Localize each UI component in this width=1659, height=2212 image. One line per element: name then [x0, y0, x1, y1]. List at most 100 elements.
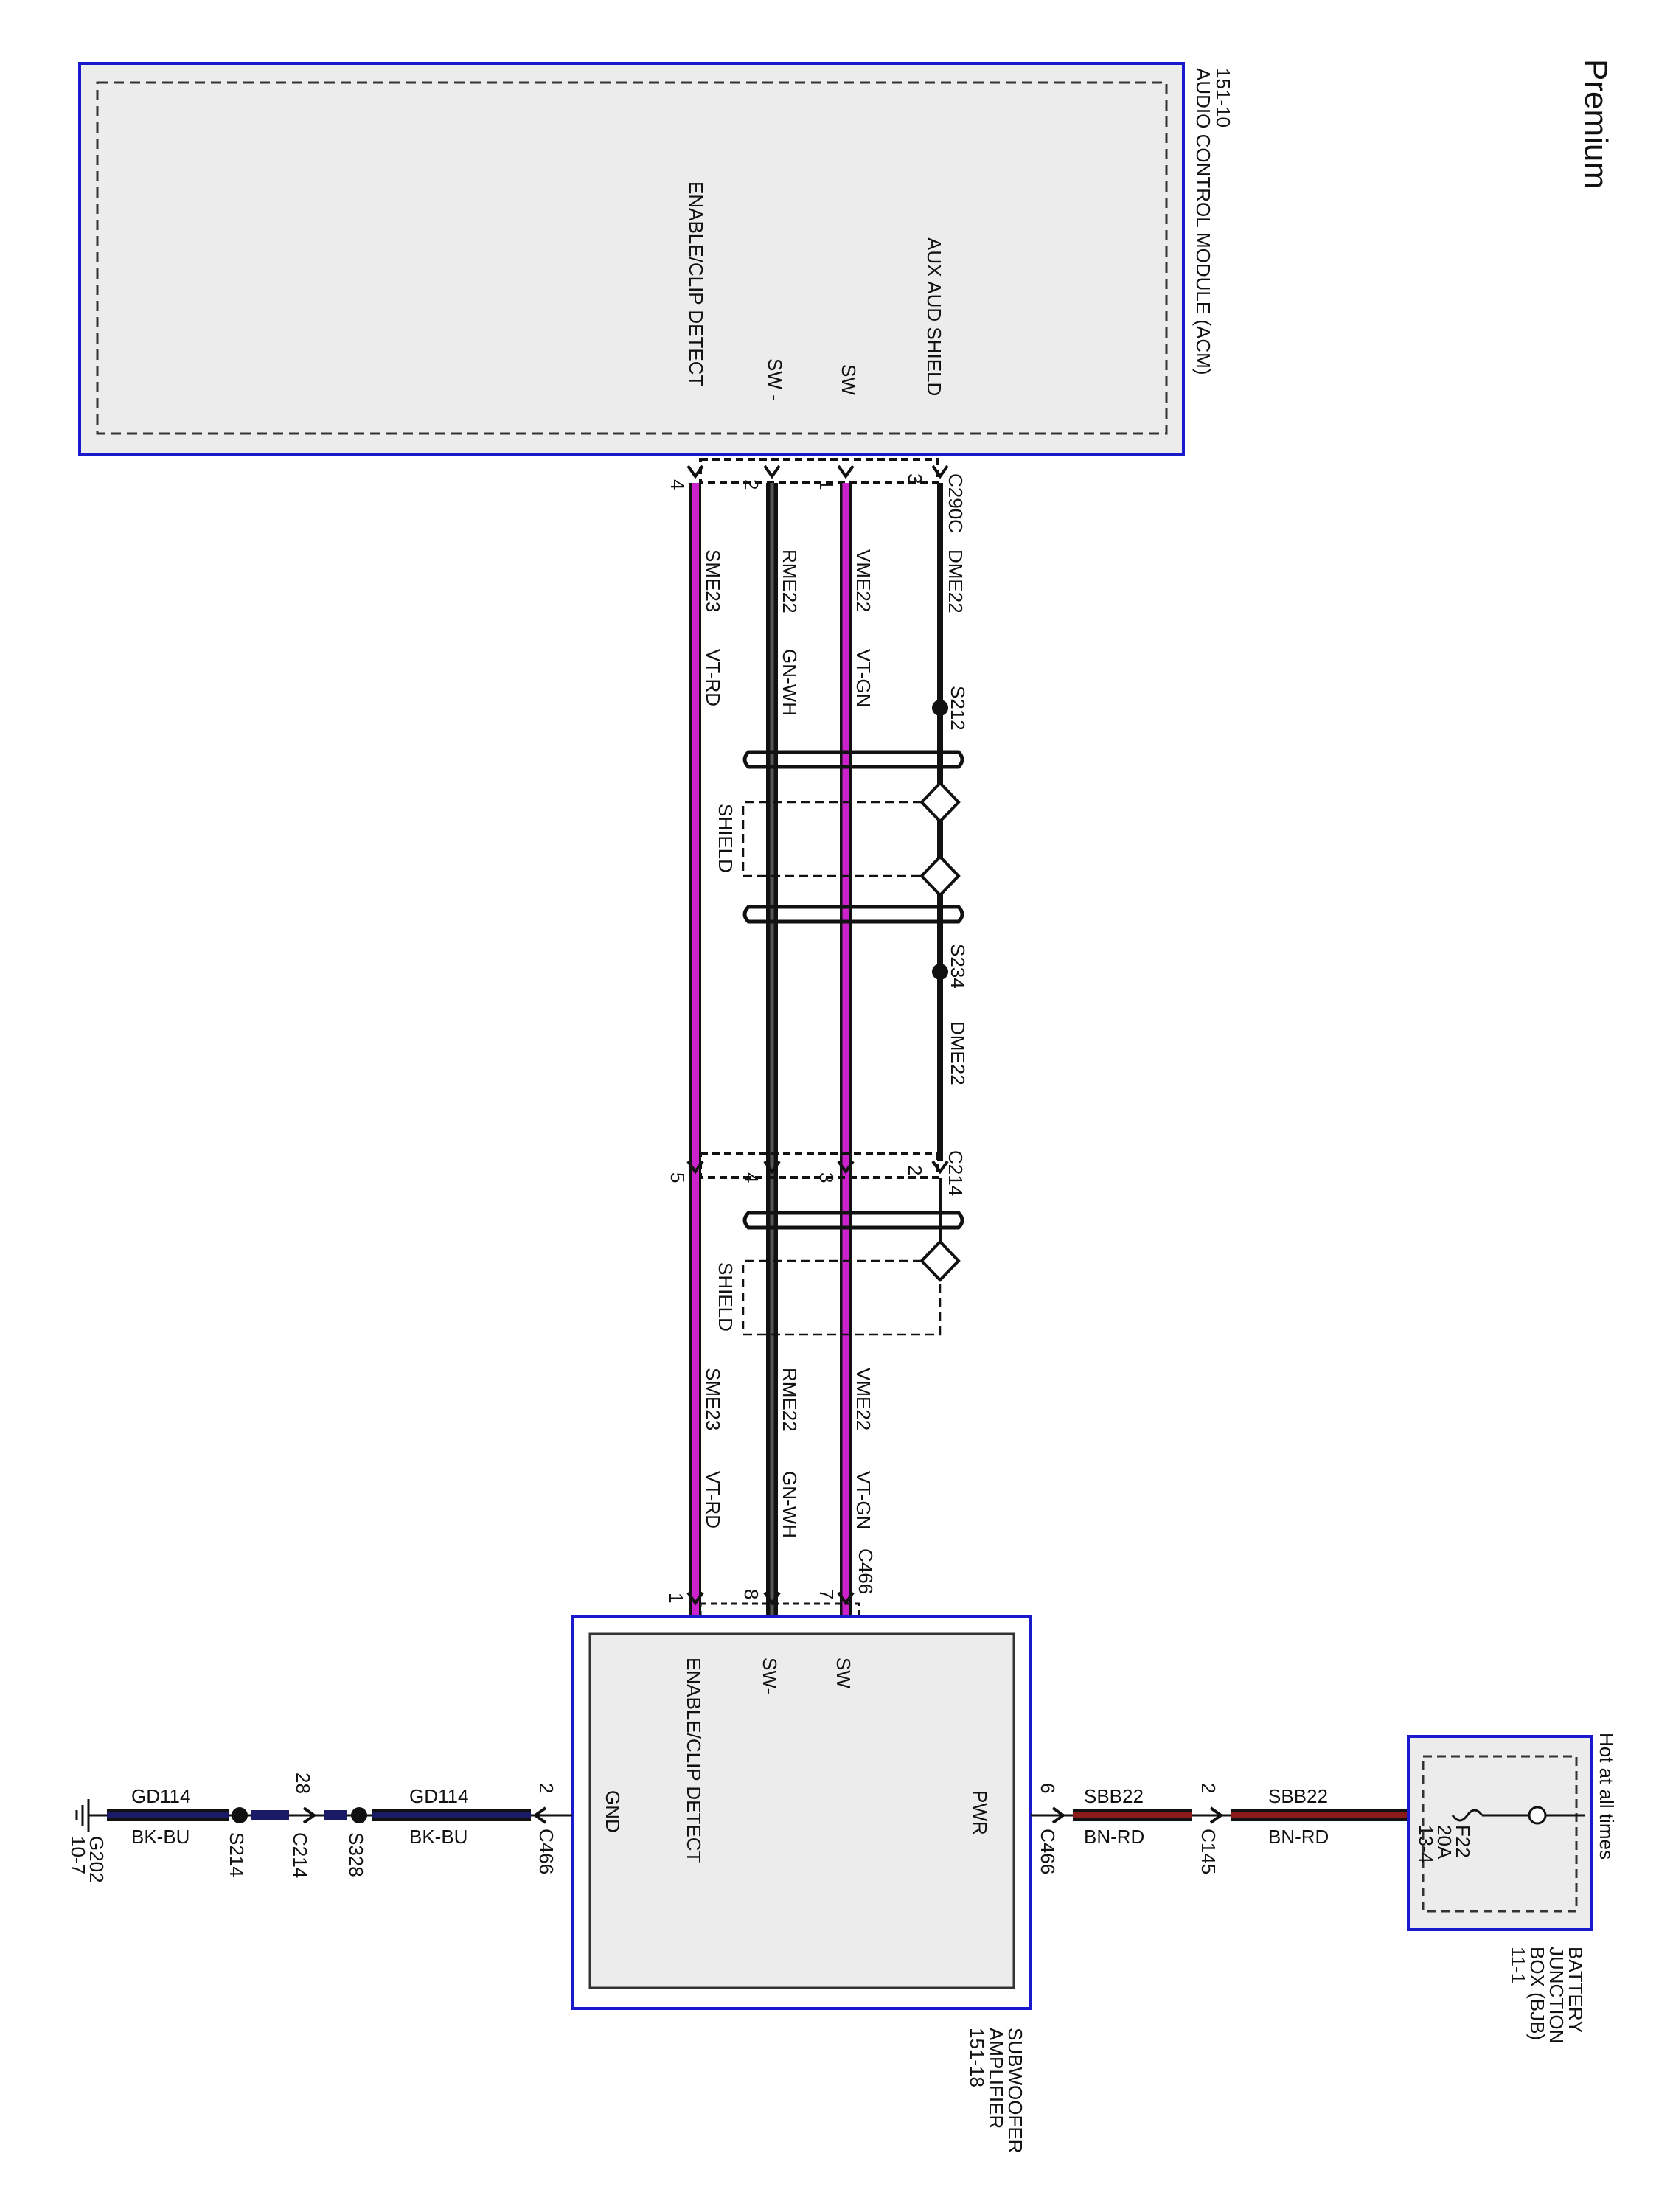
bjb-name-2: JUNCTION: [1545, 1947, 1568, 2043]
sme23-upper-label: SME23: [702, 549, 724, 612]
audio-control-module: AUDIO CONTROL MODULE (ACM) 151-10 AUX AU…: [78, 62, 1234, 456]
bjb-hot-label: Hot at all times: [1596, 1733, 1618, 1860]
rme22-lower-color: GN-WH: [779, 1471, 801, 1538]
sbb22-right-circuit: SBB22: [1268, 1785, 1328, 1807]
shield-upper-label: SHIELD: [714, 804, 737, 873]
s212-label: S212: [947, 686, 969, 731]
sub-amp-name-2: AMPLIFIER: [985, 2028, 1007, 2129]
c466-pwr-pin-symbol: [1051, 1806, 1066, 1824]
bjb-box: [1407, 1735, 1593, 1931]
shield-band-1: [742, 750, 964, 769]
sme23-lower-color: VT-RD: [702, 1471, 724, 1528]
shield-diamond-3: [919, 1239, 961, 1282]
acm-pin-sw: SW: [838, 364, 860, 395]
c214-pin-4: 4: [740, 1172, 762, 1183]
c214-upper-label: C214: [945, 1150, 967, 1196]
bjb-name-4: 11-1: [1507, 1947, 1529, 1983]
vme22-lower-label: VME22: [852, 1368, 874, 1430]
shield-dashed-upper: [742, 801, 922, 877]
s328-label: S328: [345, 1832, 367, 1877]
gd114-right-circuit: GD114: [409, 1785, 468, 1807]
splice-s212: [932, 700, 948, 716]
c214-gnd-connector: C214: [289, 1832, 311, 1878]
shield-band-2: [742, 905, 964, 924]
acm-name: AUDIO CONTROL MODULE (ACM): [1192, 68, 1214, 375]
sbb22-left-circuit: SBB22: [1084, 1785, 1144, 1807]
rme22-upper-color: GN-WH: [779, 649, 801, 716]
bjb-terminal: [1528, 1806, 1547, 1825]
sub-amp-pin-pwr: PWR: [969, 1790, 991, 1835]
subwoofer-amplifier: SW SW- ENABLE/CLIP DETECT PWR GND SUBWOO…: [571, 1615, 1032, 2153]
rme22-lower-label: RME22: [779, 1368, 801, 1432]
c466-pin-1: 1: [665, 1593, 687, 1603]
sub-amp-pin-sw-neg: SW-: [759, 1658, 781, 1694]
acm-pin-aux-aud-shield: AUX AUD SHIELD: [923, 237, 945, 396]
c214-pin-3: 3: [815, 1172, 838, 1183]
page-title: Premium: [1578, 59, 1614, 189]
sub-amp-pin-enable: ENABLE/CLIP DETECT: [683, 1658, 705, 1863]
c466-gnd-pin-symbol: [532, 1806, 547, 1824]
vme22-upper-color: VT-GN: [852, 649, 874, 707]
sbb22-left-color: BN-RD: [1084, 1826, 1144, 1848]
sub-amp-pin-sw: SW: [832, 1658, 855, 1688]
shield-diamond-1: [919, 781, 961, 824]
acm-inner-dashed: [96, 81, 1168, 435]
shield-lower-label: SHIELD: [714, 1262, 737, 1332]
rme22-upper-label: RME22: [779, 549, 801, 613]
c145-pin: 2: [1197, 1783, 1220, 1793]
sbb22-right-color: BN-RD: [1268, 1826, 1329, 1848]
c466-pin-8: 8: [740, 1589, 762, 1599]
c290c-pin-3: 3: [904, 473, 926, 484]
fuse-rating: 20A: [1433, 1825, 1455, 1860]
s234-label: S234: [947, 944, 969, 989]
c290c-label: C290C: [945, 473, 967, 533]
fuse-icon: [1451, 1809, 1484, 1822]
s214-label: S214: [226, 1832, 248, 1877]
dme22-lower-label: DME22: [947, 1021, 969, 1085]
c214-gnd-pin: 28: [292, 1773, 314, 1794]
sub-amp-pin-gnd: GND: [602, 1790, 624, 1833]
sme23-lower-label: SME23: [702, 1368, 724, 1430]
acm-pin-sw-neg: SW -: [764, 358, 786, 401]
fuse-ref: 13-4: [1415, 1825, 1437, 1863]
bjb-inner-dashed: [1422, 1755, 1578, 1913]
c145-connector: C145: [1197, 1829, 1220, 1874]
bjb-name-3: BOX (BJB): [1526, 1947, 1548, 2040]
shield-diamond-2: [919, 855, 961, 897]
ground-ref: 10-7: [67, 1836, 89, 1874]
c466-pwr-pin: 6: [1037, 1783, 1059, 1793]
gd114-left-circuit: GD114: [131, 1785, 190, 1807]
sub-amp-name-1: SUBWOOFER: [1004, 2028, 1026, 2153]
c290c-pin-2: 2: [740, 479, 762, 490]
shield-band-3: [742, 1211, 964, 1230]
acm-pin-enable-clip-detect: ENABLE/CLIP DETECT: [685, 181, 707, 387]
gd114-left-color: BK-BU: [131, 1826, 189, 1848]
fuse-name: F22: [1452, 1825, 1474, 1858]
bjb-name-1: BATTERY: [1565, 1947, 1587, 2034]
c466-top-label: C466: [855, 1548, 877, 1594]
ground-g202: G202: [86, 1836, 108, 1883]
battery-junction-box: Hot at all times F22 20A 13-4 BATTERY JU…: [1407, 1733, 1618, 2043]
c214-pin-5: 5: [667, 1172, 689, 1183]
c214-pin-2: 2: [904, 1165, 926, 1175]
c214-gnd-pin-symbol: [302, 1806, 317, 1824]
sub-amp-name-3: 151-18: [966, 2028, 988, 2087]
c466-gnd-pin: 2: [535, 1783, 557, 1793]
acm-ref: 151-10: [1212, 68, 1234, 128]
c290c-pin-1: 1: [815, 479, 838, 490]
splice-s328: [351, 1807, 367, 1823]
sub-amp-inner: [588, 1632, 1015, 1989]
c466-gnd-connector: C466: [535, 1829, 557, 1874]
dme22-upper-label: DME22: [945, 549, 967, 613]
acm-box: [78, 62, 1185, 456]
sme23-upper-color: VT-RD: [702, 649, 724, 706]
connector-c214-upper: C214 2 3 4 5: [667, 1150, 967, 1196]
splice-s234: [932, 964, 948, 980]
c466-pin-7: 7: [815, 1589, 838, 1599]
connector-c290c: C290C 3 1 2 4: [667, 458, 967, 533]
ground-symbol-icon: [75, 1799, 90, 1832]
vme22-lower-color: VT-GN: [852, 1471, 874, 1529]
splice-s214: [232, 1807, 248, 1823]
vme22-upper-label: VME22: [852, 549, 874, 612]
